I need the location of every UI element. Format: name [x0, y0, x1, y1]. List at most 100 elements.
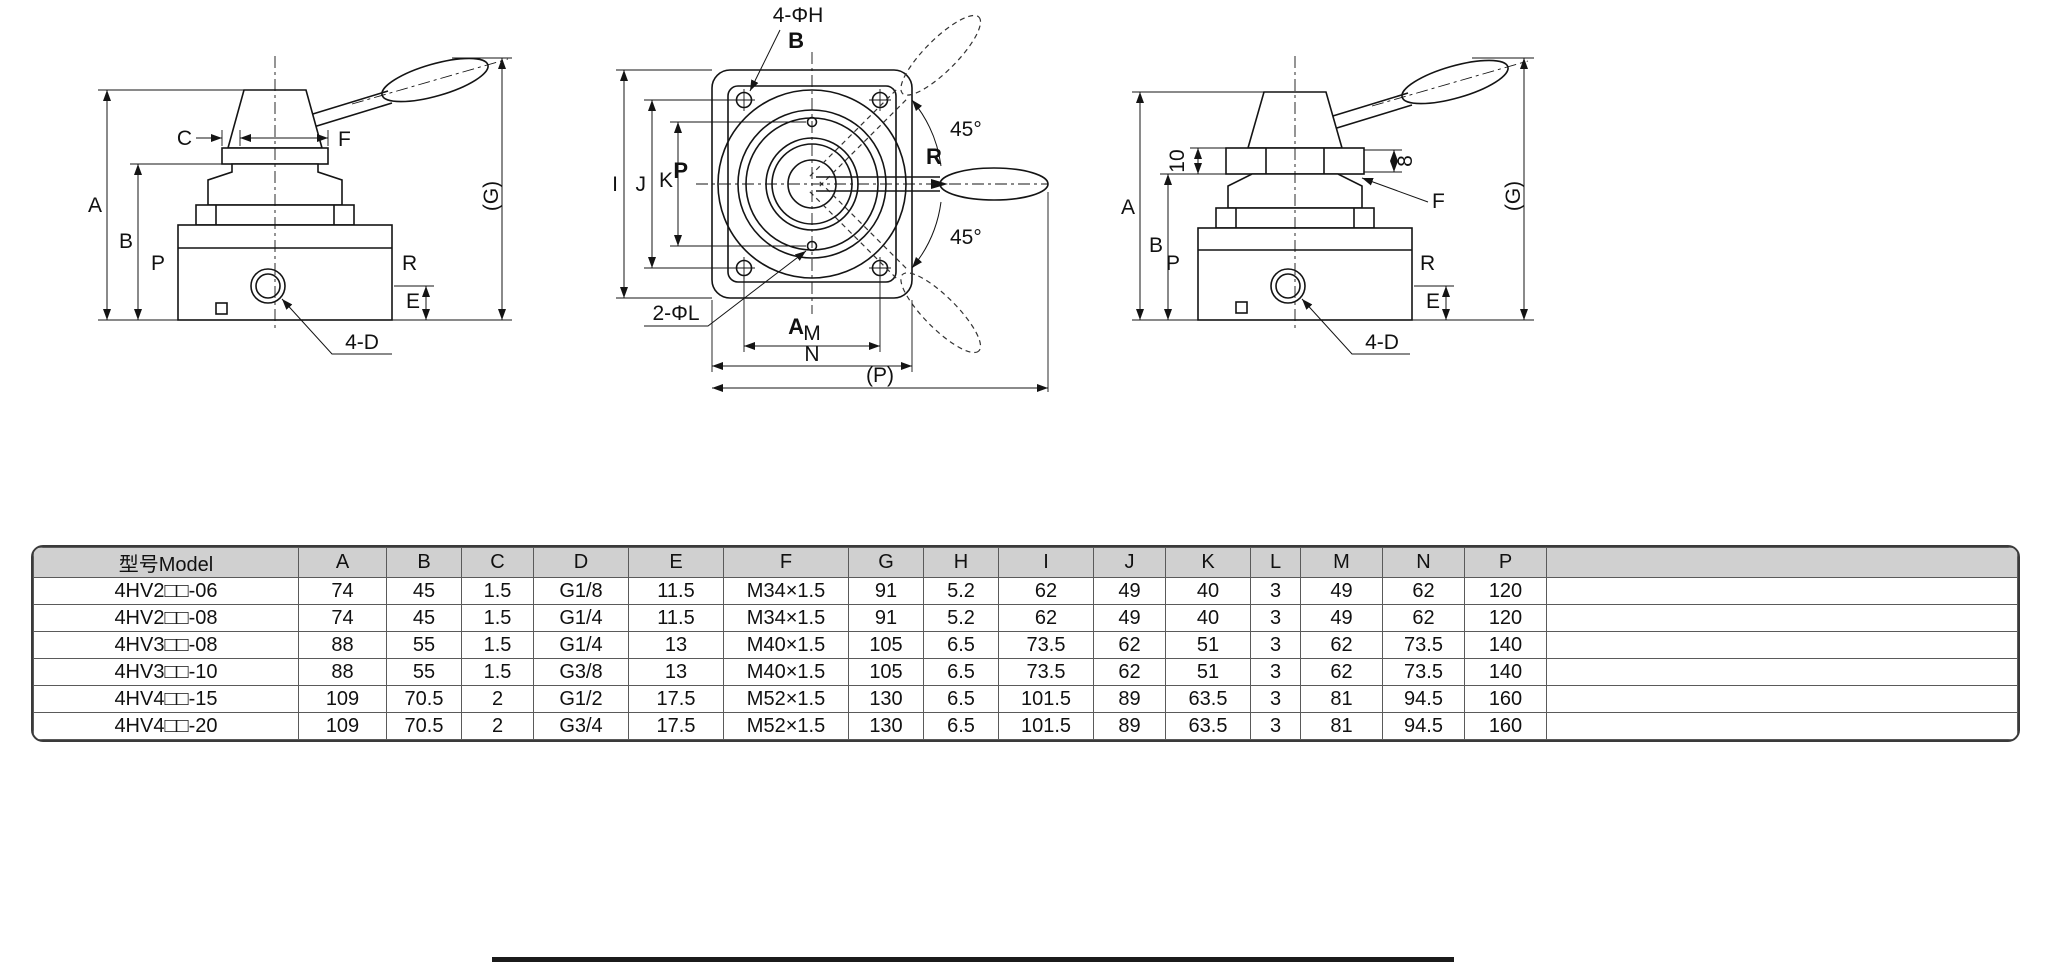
value-cell: 109 — [298, 712, 387, 740]
value-cell: 73.5 — [998, 658, 1094, 686]
column-header-b: B — [386, 547, 462, 578]
dim-label-eight: 8 — [1394, 155, 1417, 167]
value-cell: G1/4 — [533, 631, 629, 659]
value-cell: 40 — [1165, 604, 1251, 632]
value-cell: 55 — [386, 658, 462, 686]
dim-label-f: F — [338, 128, 351, 151]
value-cell: 3 — [1250, 658, 1301, 686]
value-cell: 1.5 — [461, 577, 534, 605]
filler-cell — [1546, 577, 2018, 605]
value-cell: 63.5 — [1165, 712, 1251, 740]
value-cell: 160 — [1464, 685, 1547, 713]
value-cell: 89 — [1093, 685, 1166, 713]
dim-label-g: (G) — [1502, 181, 1525, 211]
dim-label-a: A — [1121, 196, 1135, 219]
value-cell: 130 — [848, 712, 924, 740]
valve-body — [1197, 227, 1413, 321]
value-cell: 81 — [1300, 685, 1383, 713]
lever-shaft — [1322, 92, 1413, 132]
filler-cell — [1546, 631, 2018, 659]
port-circle — [1270, 268, 1306, 304]
value-cell: 3 — [1250, 631, 1301, 659]
value-cell: 6.5 — [923, 712, 999, 740]
column-header-n: N — [1382, 547, 1465, 578]
value-cell: M40×1.5 — [723, 658, 849, 686]
value-cell: 49 — [1300, 604, 1383, 632]
axis-label-b: B — [788, 28, 804, 53]
port-label-p: P — [1166, 252, 1180, 275]
value-cell: M40×1.5 — [723, 631, 849, 659]
value-cell: 40 — [1165, 577, 1251, 605]
filler-cell — [1546, 685, 2018, 713]
value-cell: 3 — [1250, 712, 1301, 740]
lever-shaft — [302, 90, 393, 130]
value-cell: 120 — [1464, 604, 1547, 632]
side-view-left: A B C F E (G) P R 4-D — [88, 56, 512, 355]
column-header-e: E — [628, 547, 724, 578]
value-cell: G3/8 — [533, 658, 629, 686]
port-label-r: R — [926, 144, 942, 169]
value-cell: 45 — [386, 577, 462, 605]
model-cell: 4HV2□□-08 — [33, 604, 299, 632]
valve-body — [177, 224, 393, 321]
value-cell: 160 — [1464, 712, 1547, 740]
dim-label-b: B — [119, 230, 133, 253]
column-header-f: F — [723, 547, 849, 578]
value-cell: M34×1.5 — [723, 577, 849, 605]
bottom-divider — [492, 957, 1454, 962]
angle-label-top: 45° — [950, 118, 982, 141]
value-cell: 70.5 — [386, 712, 462, 740]
value-cell: 49 — [1093, 604, 1166, 632]
value-cell: M52×1.5 — [723, 712, 849, 740]
value-cell: 101.5 — [998, 685, 1094, 713]
model-cell: 4HV4□□-20 — [33, 712, 299, 740]
dim-label-g: (G) — [480, 181, 503, 211]
value-cell: 11.5 — [628, 577, 724, 605]
value-cell: 89 — [1093, 712, 1166, 740]
value-cell: 62 — [1300, 658, 1383, 686]
angle-label-bottom: 45° — [950, 226, 982, 249]
value-cell: 81 — [1300, 712, 1383, 740]
value-cell: 62 — [1300, 631, 1383, 659]
filler-cell — [1546, 712, 2018, 740]
value-cell: 73.5 — [998, 631, 1094, 659]
lever-ghost-down — [809, 181, 982, 354]
leader-label-2l: 2-ΦL — [652, 302, 699, 325]
value-cell: 120 — [1464, 577, 1547, 605]
value-cell: 140 — [1464, 631, 1547, 659]
value-cell: 2 — [461, 712, 534, 740]
value-cell: 62 — [1382, 577, 1465, 605]
column-header-g: G — [848, 547, 924, 578]
column-header-m: M — [1300, 547, 1383, 578]
value-cell: 74 — [298, 577, 387, 605]
technical-drawings: A B C F E (G) P R 4-D — [88, 4, 1534, 392]
column-header-c: C — [461, 547, 534, 578]
lever-shaft — [816, 176, 940, 192]
value-cell: 91 — [848, 604, 924, 632]
dim-label-i: I — [612, 173, 618, 196]
value-cell: 13 — [628, 658, 724, 686]
value-cell: 74 — [298, 604, 387, 632]
value-cell: 101.5 — [998, 712, 1094, 740]
filler-cell — [1546, 604, 2018, 632]
model-cell: 4HV3□□-10 — [33, 658, 299, 686]
value-cell: 62 — [998, 604, 1094, 632]
model-cell: 4HV3□□-08 — [33, 631, 299, 659]
value-cell: 17.5 — [628, 712, 724, 740]
value-cell: 11.5 — [628, 604, 724, 632]
dim-label-p-total: (P) — [866, 364, 894, 387]
value-cell: 62 — [1382, 604, 1465, 632]
value-cell: G1/8 — [533, 577, 629, 605]
value-cell: M52×1.5 — [723, 685, 849, 713]
dim-label-c: C — [177, 127, 192, 150]
value-cell: 109 — [298, 685, 387, 713]
value-cell: 17.5 — [628, 685, 724, 713]
value-cell: 70.5 — [386, 685, 462, 713]
model-cell: 4HV2□□-06 — [33, 577, 299, 605]
